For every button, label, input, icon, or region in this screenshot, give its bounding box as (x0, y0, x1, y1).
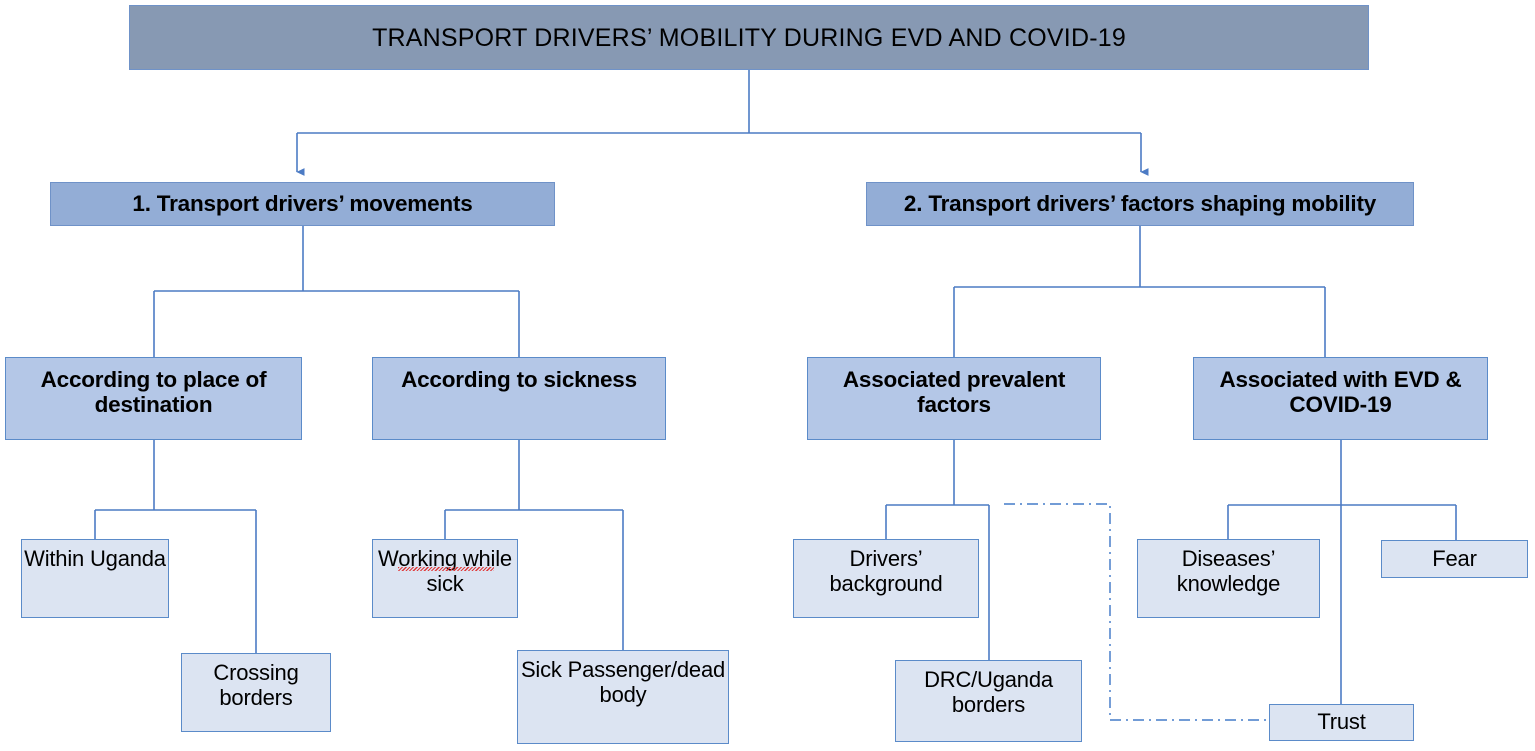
node-label: Crossing borders (213, 660, 299, 710)
node-label: 2. Transport drivers’ factors shaping mo… (903, 191, 1377, 217)
node-label: Associated with EVD & COVID-19 (1219, 367, 1462, 418)
node-label: Diseases’ knowledge (1176, 546, 1281, 596)
spellcheck-underline-icon (398, 567, 494, 571)
node-drc-uganda-borders[interactable]: DRC/Uganda borders (895, 660, 1082, 742)
node-trust[interactable]: Trust (1269, 704, 1414, 741)
node-transport-drivers-movements[interactable]: 1. Transport drivers’ movements (50, 182, 555, 226)
node-label: According to place of destination (40, 367, 267, 418)
node-crossing-borders[interactable]: Crossing borders (181, 653, 331, 732)
node-label: Associated prevalent factors (842, 367, 1066, 418)
node-label: DRC/Uganda borders (924, 667, 1053, 717)
node-sick-passenger-dead-body[interactable]: Sick Passenger/dead body (517, 650, 729, 744)
diagram-title-label: TRANSPORT DRIVERS’ MOBILITY DURING EVD A… (372, 23, 1126, 52)
node-label: Within Uganda (24, 546, 166, 571)
node-label: Working while sick (378, 546, 512, 596)
node-working-while-sick[interactable]: Working while sick (372, 539, 518, 618)
node-label: According to sickness (401, 367, 637, 392)
node-label: Trust (1317, 709, 1366, 735)
node-label: 1. Transport drivers’ movements (132, 191, 473, 217)
node-factors-shaping-mobility[interactable]: 2. Transport drivers’ factors shaping mo… (866, 182, 1414, 226)
node-label: Fear (1432, 545, 1477, 571)
node-diseases-knowledge[interactable]: Diseases’ knowledge (1137, 539, 1320, 618)
node-associated-with-evd-covid19[interactable]: Associated with EVD & COVID-19 (1193, 357, 1488, 440)
node-associated-prevalent-factors[interactable]: Associated prevalent factors (807, 357, 1101, 440)
diagram-title-box: TRANSPORT DRIVERS’ MOBILITY DURING EVD A… (129, 5, 1369, 70)
node-according-to-sickness[interactable]: According to sickness (372, 357, 666, 440)
node-label: Sick Passenger/dead body (520, 657, 726, 707)
node-label: Drivers’ background (829, 546, 943, 596)
node-drivers-background[interactable]: Drivers’ background (793, 539, 979, 618)
node-within-uganda[interactable]: Within Uganda (21, 539, 169, 618)
node-according-to-place-of-destination[interactable]: According to place of destination (5, 357, 302, 440)
node-fear[interactable]: Fear (1381, 540, 1528, 578)
